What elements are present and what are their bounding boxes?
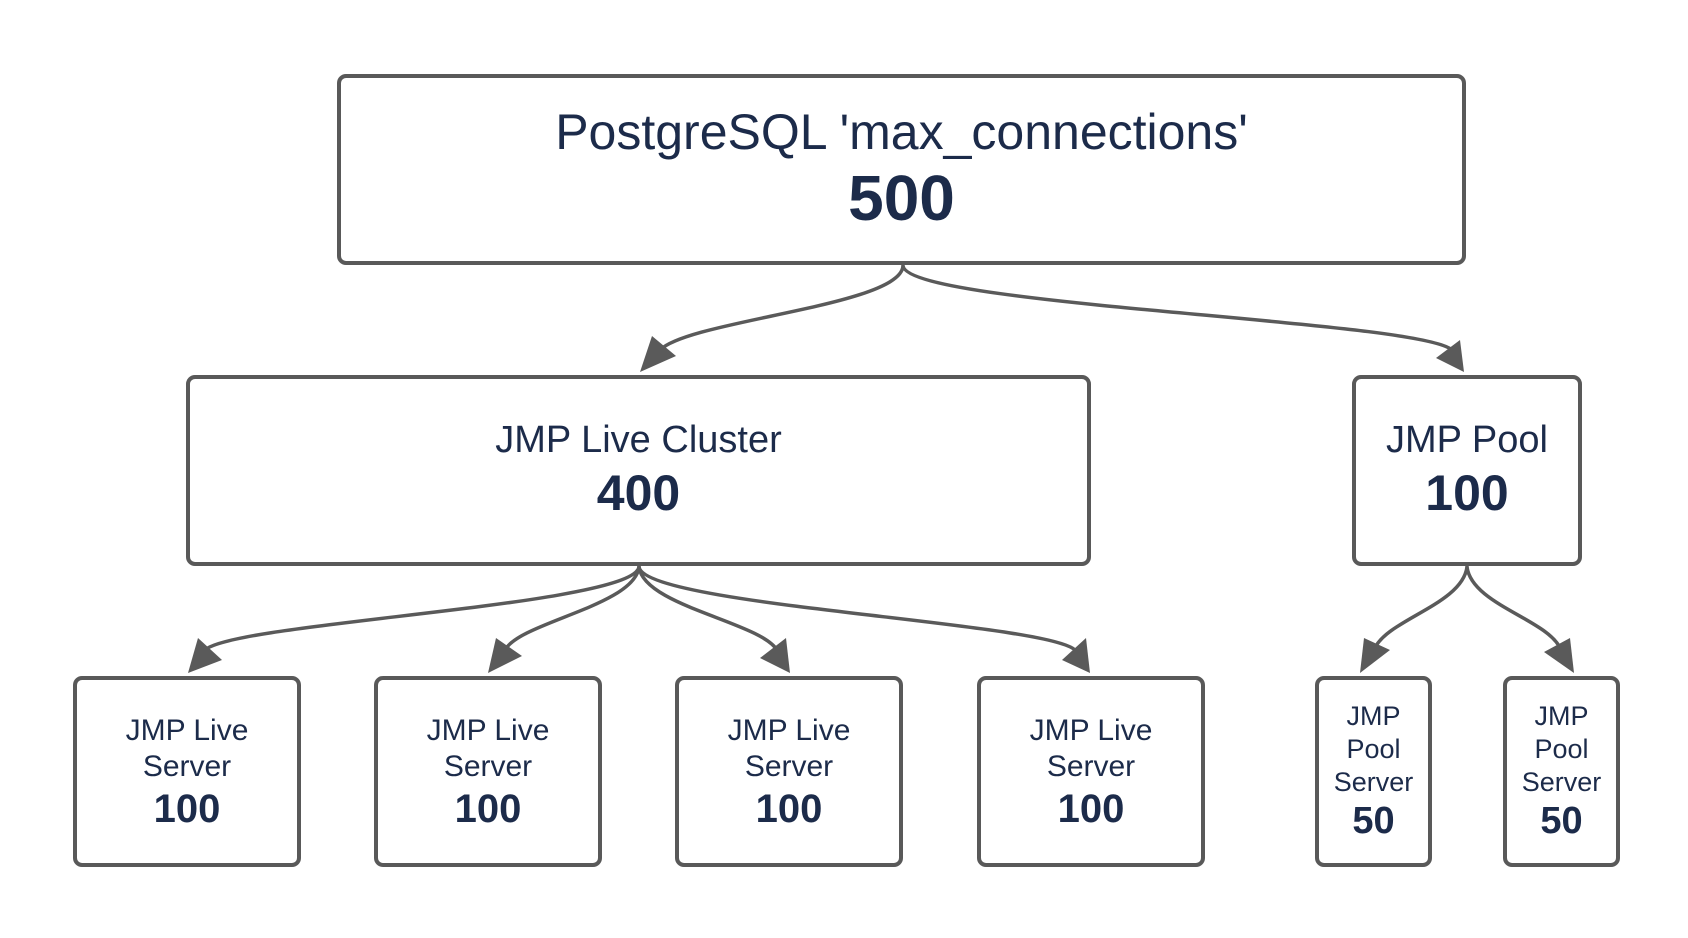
live-server-node: JMP Live Server 100 — [374, 676, 602, 867]
connector-cluster-to-live-3 — [637, 565, 779, 652]
live-server-label-line: JMP Live — [426, 713, 550, 747]
pool-server-label: JMP Pool Server — [1522, 700, 1602, 799]
arrowhead-pool — [1436, 340, 1464, 372]
pool-server-value: 50 — [1540, 800, 1583, 842]
arrowhead-live-1 — [188, 638, 222, 673]
arrowhead-live-3 — [760, 638, 790, 673]
live-server-label: JMP Live Server — [728, 713, 851, 785]
pool-server-node: JMP Pool Server 50 — [1315, 676, 1432, 867]
live-server-value: 100 — [153, 786, 221, 831]
pool-node: JMP Pool 100 — [1352, 375, 1582, 566]
live-server-label-line: Server — [1046, 749, 1136, 783]
connector-cluster-to-live-4 — [637, 565, 1077, 652]
connector-root-to-cluster — [658, 264, 905, 352]
pool-server-label-line: JMP — [1534, 701, 1589, 732]
pool-server-node: JMP Pool Server 50 — [1503, 676, 1620, 867]
connector-pool-to-server-2 — [1465, 565, 1563, 652]
connector-cluster-to-live-2 — [503, 565, 641, 652]
pool-server-label-line: Server — [1333, 767, 1414, 798]
connector-cluster-to-live-1 — [203, 565, 641, 652]
live-server-node: JMP Live Server 100 — [675, 676, 903, 867]
arrowhead-live-2 — [488, 638, 522, 673]
live-server-label: JMP Live Server — [126, 713, 249, 785]
live-server-value: 100 — [755, 786, 823, 831]
pool-server-label: JMP Pool Server — [1334, 700, 1414, 799]
arrowhead-pool-server-1 — [1360, 638, 1390, 673]
pool-server-label-line: JMP — [1346, 701, 1401, 732]
pool-server-label-line: Pool — [1534, 734, 1589, 765]
live-server-value: 100 — [454, 786, 522, 831]
pool-node-value: 100 — [1425, 464, 1509, 521]
root-node: PostgreSQL 'max_connections' 500 — [337, 74, 1466, 265]
live-server-label: JMP Live Server — [1030, 713, 1153, 785]
root-node-label: PostgreSQL 'max_connections' — [555, 104, 1248, 161]
live-server-value: 100 — [1057, 786, 1125, 831]
live-server-node: JMP Live Server 100 — [73, 676, 301, 867]
connector-root-to-pool — [901, 264, 1454, 352]
root-node-value: 500 — [848, 162, 955, 235]
pool-server-label-line: Pool — [1346, 734, 1401, 765]
pool-node-label: JMP Pool — [1386, 419, 1548, 462]
connector-pool-to-server-1 — [1372, 565, 1469, 652]
cluster-node-label: JMP Live Cluster — [495, 419, 782, 462]
pool-server-value: 50 — [1352, 800, 1395, 842]
live-server-node: JMP Live Server 100 — [977, 676, 1205, 867]
cluster-node: JMP Live Cluster 400 — [186, 375, 1091, 566]
live-server-label-line: JMP Live — [1029, 713, 1153, 747]
live-server-label-line: JMP Live — [125, 713, 249, 747]
live-server-label-line: JMP Live — [727, 713, 851, 747]
live-server-label: JMP Live Server — [427, 713, 550, 785]
live-server-label-line: Server — [443, 749, 533, 783]
live-server-label-line: Server — [142, 749, 232, 783]
arrowhead-cluster — [640, 336, 676, 372]
cluster-node-value: 400 — [596, 464, 681, 521]
arrowhead-pool-server-2 — [1544, 638, 1574, 673]
live-server-label-line: Server — [744, 749, 834, 783]
pool-server-label-line: Server — [1521, 767, 1602, 798]
arrowhead-live-4 — [1062, 638, 1090, 673]
